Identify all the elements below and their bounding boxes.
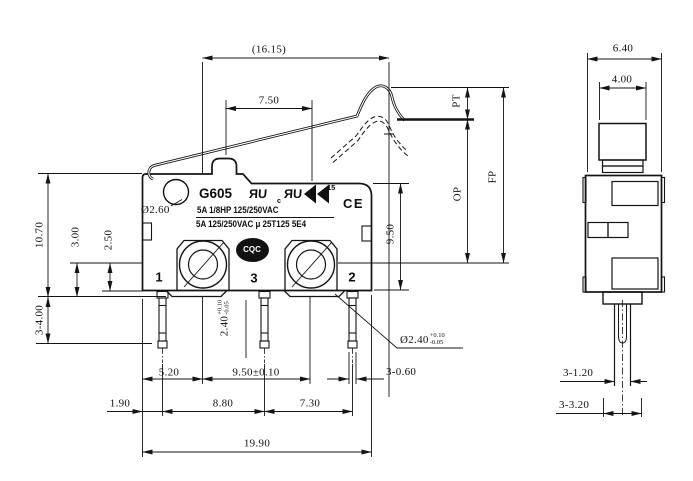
pivot-hole: [162, 178, 190, 206]
hole-slash-right: [291, 241, 333, 288]
enec-mark-icon: [304, 184, 316, 204]
lever-pressed-dashed-1: [330, 115, 408, 159]
terminal-label-3: 3: [250, 270, 258, 286]
side-button-step2: [601, 165, 644, 174]
front-dimensions: [36, 55, 506, 457]
side-inner-mid: [611, 257, 659, 290]
dim-hole-to-foot: 3.00: [69, 226, 82, 248]
right-edge-notch: [361, 225, 373, 242]
cqc-logo-text: CQC: [243, 245, 261, 254]
dim-pin3-to-pin2: 7.30: [299, 397, 321, 410]
mounting-hole-right-outer: [286, 240, 336, 289]
dim-pin-tip-width: 3-1.20: [563, 367, 594, 379]
side-terminal-pin: [613, 300, 632, 415]
body-foot-left: [165, 290, 228, 298]
dim-terminal-length: 3-4.00: [33, 304, 46, 336]
terminal-pin-1: [156, 290, 169, 363]
leader-hole-dia-label: Ø2.40+0.10-0.05: [400, 332, 445, 347]
pin-dia-tol-minus: -0.05: [223, 301, 230, 315]
left-edge-notch: [141, 222, 153, 241]
side-nub-top-left: [582, 176, 587, 204]
side-inner-top: [611, 180, 659, 207]
marking-graphics: [196, 184, 334, 218]
terminal-pin-3: [258, 290, 271, 363]
leader-hole-dia: [334, 293, 463, 349]
terminal-label-2: 2: [348, 269, 356, 285]
ce-mark: CE: [343, 196, 365, 211]
side-nub-bottom-left: [582, 276, 587, 293]
dim-hole-pitch: 9.50±0.10: [232, 366, 280, 379]
ul-c-label: c: [277, 198, 281, 205]
travel-fp-label: FP: [486, 170, 499, 184]
travel-pt-label: PT: [450, 94, 463, 108]
dim-height-total: 10.70: [33, 221, 46, 249]
leader-hole-tol-plus: +0.10: [429, 332, 445, 339]
side-button: [598, 122, 647, 161]
dim-hole-to-bottom: 2.50: [102, 229, 115, 251]
dim-pin1-to-pin3: 8.80: [212, 397, 234, 410]
terminal-label-1: 1: [155, 269, 163, 285]
lever-hollow: [148, 85, 405, 180]
mounting-hole-left-inner: [187, 249, 219, 280]
dim-edge-to-pin1: 1.90: [109, 397, 131, 410]
lever-pressed-dashed-2: [332, 120, 409, 163]
side-slot-b: [607, 221, 629, 239]
side-dimensions: [556, 53, 662, 417]
dia-pivot-hole-label: Ø2.60: [141, 204, 170, 216]
dim-pin-base-width: 3-3.20: [559, 399, 590, 411]
dim-body-height: 9.50: [384, 223, 397, 245]
dim-lever-length: (16.15): [251, 43, 287, 56]
mounting-hole-left-outer: [178, 240, 228, 289]
model-number: G605: [199, 186, 233, 201]
body-foot-right: [283, 290, 346, 298]
ul-recognized-icon-2: ЯU: [283, 187, 303, 201]
hole-slash-left: [183, 241, 225, 288]
terminal-pin-2: [346, 290, 359, 363]
dim-overall-width: 19.90: [243, 437, 271, 450]
side-nub-bottom-right: [660, 276, 666, 293]
side-slot-a: [587, 221, 609, 239]
side-button-step1: [601, 159, 644, 167]
side-view: [582, 122, 666, 415]
mounting-hole-right-inner: [295, 249, 327, 280]
dim-pin-dia: 2.40+0.10-0.05: [216, 299, 231, 337]
dim-plunger-to-hole: 7.50: [258, 94, 280, 107]
rating-line-1: 5A 1/8HP 125/250VAC: [197, 205, 279, 216]
enec-mark-icon-2: [317, 184, 329, 204]
leader-pivot-dia: [170, 199, 183, 207]
leader-hole-tol-minus: -0.05: [429, 338, 444, 346]
ul-recognized-icon: ЯU: [248, 187, 268, 201]
side-nub-top-right: [660, 176, 666, 204]
dim-terminal-thickness: 3-0.60: [386, 366, 417, 378]
side-body: [584, 174, 663, 293]
travel-op-label: OP: [451, 186, 464, 202]
dim-button-width: 4.00: [611, 73, 633, 86]
switch-body-outline: [141, 157, 373, 292]
dim-overall-depth: 6.40: [612, 42, 634, 55]
dim-edge-to-hole: 5.20: [158, 366, 180, 379]
rating-line-2: 5A 125/250VAC μ 25T125 5E4: [196, 219, 307, 230]
front-view: [141, 84, 509, 363]
enec-number: 15: [327, 183, 336, 192]
cqc-logo-oval: [236, 238, 269, 262]
